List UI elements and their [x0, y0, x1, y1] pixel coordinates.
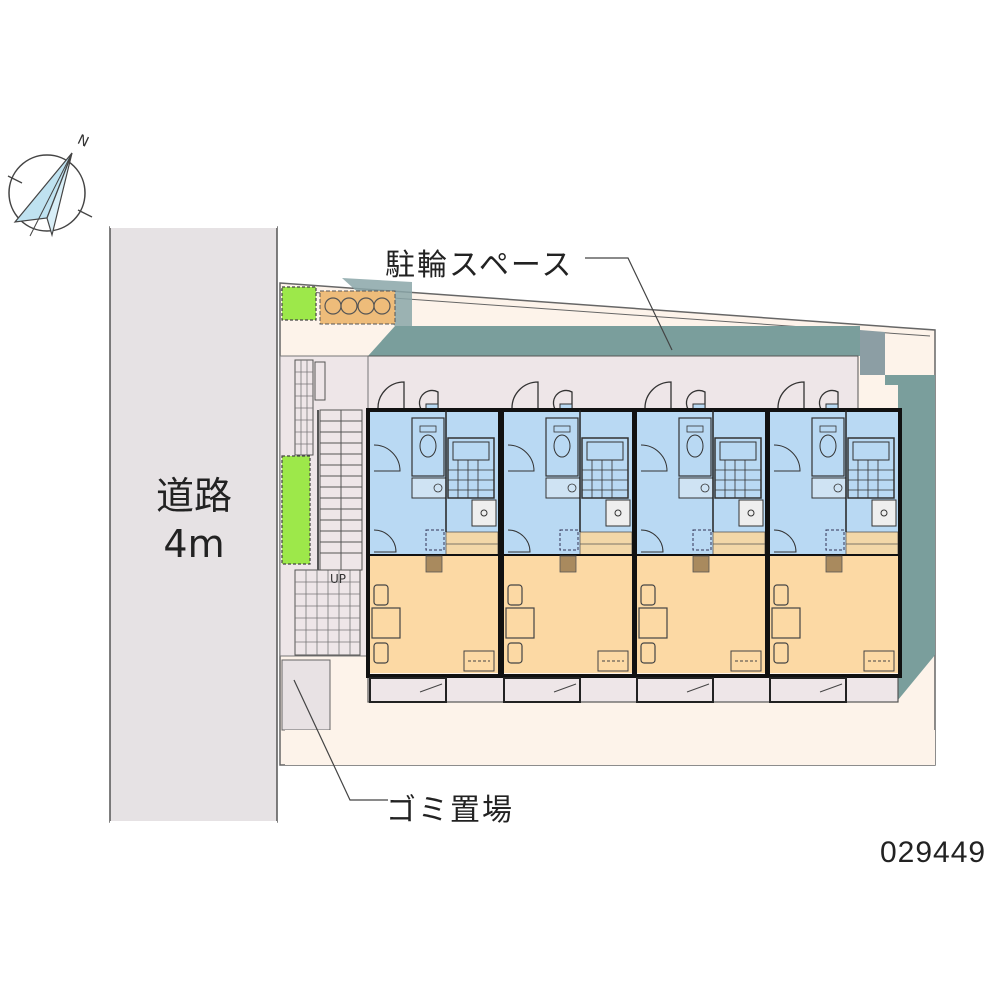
trash-area-label: ゴミ置場 [386, 793, 514, 828]
bicycle-space-label: 駐輪スペース [385, 248, 574, 283]
bike-space-leader [585, 257, 673, 351]
trash-area [281, 659, 331, 731]
north-arrow-icon: N [7, 132, 93, 238]
corridor [367, 355, 859, 413]
stairs-up-label: UP [330, 572, 347, 586]
planting [281, 286, 317, 321]
unit-2 [500, 380, 636, 704]
unit-4 [766, 380, 902, 704]
stairs [317, 409, 363, 571]
svg-text:N: N [75, 132, 91, 151]
planter [319, 290, 396, 325]
unit-3 [633, 380, 769, 704]
road-label: 道路 4m [155, 474, 232, 566]
trash-leader [293, 679, 388, 801]
unit-1 [366, 380, 502, 704]
property-id: 029449 [880, 836, 987, 869]
planting [281, 455, 311, 565]
